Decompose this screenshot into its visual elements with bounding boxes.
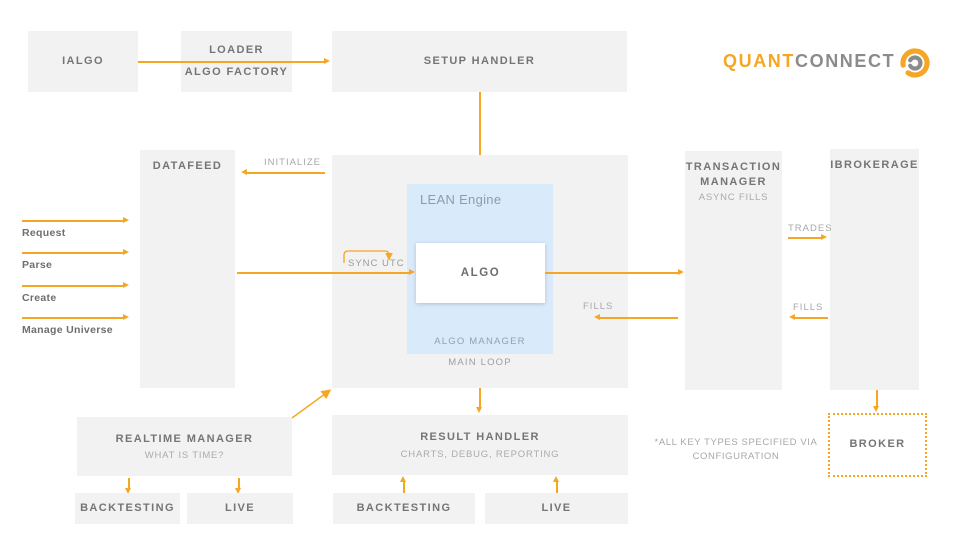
datafeed-step-request: Request <box>22 227 66 239</box>
quantconnect-logo-text: QUANTCONNECT <box>723 46 895 70</box>
algo-box: ALGO <box>416 243 545 303</box>
ibrokerage-label: IBROKERAGE <box>830 159 919 171</box>
initialize-arrow-label: INITIALIZE <box>264 157 321 168</box>
backtesting-left-label: BACKTESTING <box>80 501 175 514</box>
broker-box: BROKER <box>828 413 927 477</box>
live-center-box: LIVE <box>485 493 628 524</box>
algo-label: ALGO <box>460 266 501 279</box>
algo-manager-label: ALGO MANAGER <box>434 336 526 347</box>
logo-text-connect: CONNECT <box>795 51 896 71</box>
setup-handler-label: SETUP HANDLER <box>423 54 536 67</box>
arrow-manage-universe-to-datafeed <box>22 314 129 320</box>
backtesting-center-box: BACKTESTING <box>333 493 475 524</box>
setup-handler-box: SETUP HANDLER <box>332 31 627 92</box>
broker-label: BROKER <box>849 438 906 451</box>
arrow-request-to-datafeed <box>22 217 129 223</box>
async-fills-label: ASYNC FILLS <box>698 191 769 203</box>
result-handler-box: RESULT HANDLER CHARTS, DEBUG, REPORTING <box>332 415 628 475</box>
live-center-label: LIVE <box>541 501 572 514</box>
ialgo-label: IALGO <box>62 54 104 67</box>
main-loop-label: MAIN LOOP <box>448 357 512 368</box>
arrow-datafeed-to-algo <box>237 269 415 275</box>
logo-text-quant: QUANT <box>723 51 795 71</box>
sync-utc-label: SYNC UTC <box>348 258 405 269</box>
live-left-label: LIVE <box>224 501 256 514</box>
fills-outer-label: FILLS <box>793 302 824 313</box>
arrow-main-loop-to-result-handler <box>476 388 482 413</box>
algo-factory-label: ALGO FACTORY <box>184 65 289 78</box>
realtime-manager-label: REALTIME MANAGER <box>115 432 254 445</box>
configuration-note-line1: *ALL KEY TYPES SPECIFIED VIA <box>654 437 818 448</box>
arrow-realtime-manager-to-live <box>235 478 241 494</box>
what-is-time-label: WHAT IS TIME? <box>144 450 225 462</box>
arrow-algo-to-transaction-manager <box>545 269 684 275</box>
arrow-realtime-manager-to-backtesting <box>125 478 131 494</box>
arrow-ibrokerage-to-broker <box>873 390 879 412</box>
datafeed-step-manage-universe: Manage Universe <box>22 324 113 336</box>
configuration-note: *ALL KEY TYPES SPECIFIED VIA CONFIGURATI… <box>650 436 822 465</box>
charts-debug-reporting-label: CHARTS, DEBUG, REPORTING <box>400 448 560 460</box>
arrow-transaction-manager-to-ibrokerage-trades <box>788 234 827 240</box>
datafeed-step-create: Create <box>22 292 57 304</box>
loader-label: LOADER <box>209 44 264 56</box>
datafeed-box: DATAFEED <box>140 150 235 388</box>
datafeed-label: DATAFEED <box>152 160 223 172</box>
ibrokerage-box: IBROKERAGE <box>830 149 919 390</box>
backtesting-left-box: BACKTESTING <box>75 493 180 524</box>
transaction-manager-box: TRANSACTION MANAGER ASYNC FILLS <box>685 151 782 390</box>
lean-engine-label: LEAN Engine <box>420 192 502 207</box>
configuration-note-line2: CONFIGURATION <box>692 451 780 463</box>
arrow-main-loop-to-datafeed-initialize <box>241 169 325 175</box>
arrow-parse-to-datafeed <box>22 249 129 255</box>
datafeed-step-parse: Parse <box>22 259 53 271</box>
arrow-ibrokerage-to-transaction-manager-fills <box>789 314 828 320</box>
transaction-manager-label-line1: TRANSACTION <box>685 161 782 173</box>
arrow-backtesting-to-result-handler <box>400 476 406 493</box>
result-handler-label: RESULT HANDLER <box>420 431 540 444</box>
quantconnect-spiral-icon <box>900 48 930 78</box>
backtesting-center-label: BACKTESTING <box>356 501 452 514</box>
transaction-manager-label-line2: MANAGER <box>700 176 767 189</box>
arrow-ialgo-to-setup-handler <box>138 58 330 64</box>
realtime-manager-box: REALTIME MANAGER WHAT IS TIME? <box>77 417 292 476</box>
quantconnect-logo: QUANTCONNECT <box>723 46 933 82</box>
sync-utc-loop-icon <box>343 250 393 263</box>
arrow-create-to-datafeed <box>22 282 129 288</box>
live-left-box: LIVE <box>187 493 293 524</box>
fills-inner-label: FILLS <box>583 301 614 312</box>
arrow-realtime-manager-to-main-loop <box>291 389 332 419</box>
trades-label: TRADES <box>788 223 833 234</box>
arrow-transaction-manager-fills-to-main-loop <box>594 314 678 320</box>
ialgo-box: IALGO <box>28 31 138 92</box>
arrow-live-to-result-handler <box>553 476 559 493</box>
